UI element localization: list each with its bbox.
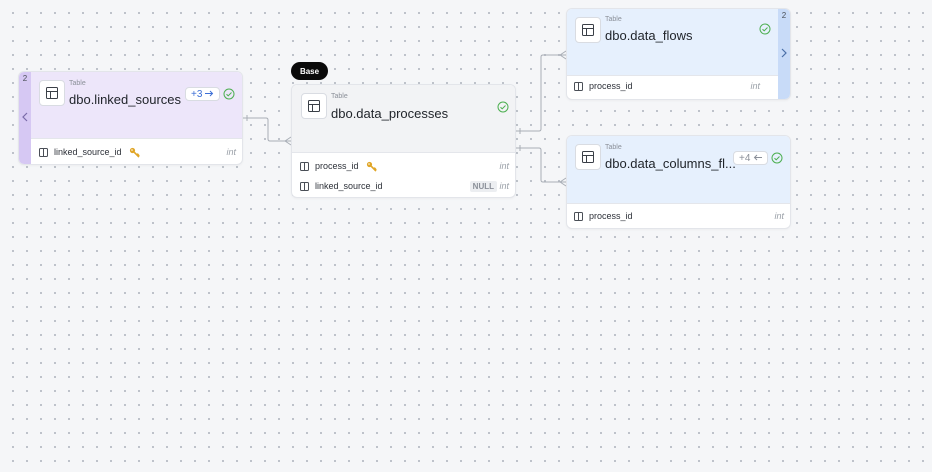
column-list: linked_source_id int bbox=[31, 139, 242, 164]
check-circle-icon bbox=[759, 23, 771, 35]
table-node-data-columns-flows[interactable]: Table dbo.data_columns_fl... +4 process_… bbox=[566, 135, 791, 229]
edge-end-crowfoot bbox=[559, 50, 567, 60]
column-type: int bbox=[750, 81, 760, 91]
column-name: process_id bbox=[589, 81, 633, 91]
column-name: linked_source_id bbox=[315, 181, 383, 191]
strip-count: 2 bbox=[22, 74, 28, 83]
check-circle-icon bbox=[771, 152, 783, 164]
chevron-left-icon[interactable] bbox=[22, 109, 28, 127]
table-kind-label: Table bbox=[331, 93, 348, 100]
table-header: Table dbo.data_processes bbox=[292, 85, 515, 153]
column-icon bbox=[574, 211, 583, 221]
table-node-data-processes[interactable]: Table dbo.data_processes process_id int … bbox=[291, 84, 516, 198]
table-name: dbo.data_columns_fl... bbox=[605, 156, 736, 171]
edge-linked-sources-to-data-processes bbox=[243, 117, 291, 142]
expand-strip[interactable]: 2 bbox=[778, 9, 790, 99]
column-row[interactable]: process_id int bbox=[300, 156, 515, 176]
column-row[interactable]: linked_source_id NULL int bbox=[300, 176, 515, 196]
column-name: process_id bbox=[315, 161, 359, 171]
table-name: dbo.data_processes bbox=[331, 106, 449, 121]
column-list: process_id int bbox=[567, 76, 790, 96]
collapse-strip[interactable]: 2 bbox=[19, 72, 31, 164]
column-list: process_id int linked_source_id NULL int bbox=[292, 153, 515, 196]
chevron-right-icon[interactable] bbox=[781, 45, 787, 63]
table-header: Table dbo.data_flows bbox=[567, 9, 778, 76]
column-type: int bbox=[774, 211, 784, 221]
check-circle-icon bbox=[223, 88, 235, 100]
table-header: Table dbo.linked_sources +3 bbox=[31, 72, 242, 139]
table-kind-label: Table bbox=[69, 80, 86, 87]
relations-pill[interactable]: +4 bbox=[733, 151, 769, 165]
column-name: process_id bbox=[589, 211, 633, 221]
check-circle-icon bbox=[497, 101, 509, 113]
column-row[interactable]: process_id int bbox=[574, 76, 778, 96]
relations-pill[interactable]: +3 bbox=[185, 87, 221, 101]
table-kind-label: Table bbox=[605, 144, 622, 151]
edge-end-crowfoot bbox=[559, 177, 567, 187]
column-type: int bbox=[226, 147, 236, 157]
relations-count: +3 bbox=[191, 88, 203, 100]
table-icon bbox=[575, 144, 601, 170]
column-icon bbox=[39, 147, 48, 157]
column-list: process_id int bbox=[567, 204, 790, 226]
key-icon bbox=[129, 147, 140, 158]
edge-data-processes-to-data-columns-flows bbox=[516, 147, 566, 183]
table-node-linked-sources[interactable]: 2 Table dbo.linked_sources +3 bbox=[18, 71, 243, 165]
table-icon bbox=[301, 93, 327, 119]
null-badge: NULL bbox=[469, 180, 497, 192]
arrow-left-icon bbox=[753, 153, 763, 164]
column-type: int bbox=[499, 161, 509, 171]
edge-end-crowfoot bbox=[284, 136, 292, 146]
column-name: linked_source_id bbox=[54, 147, 122, 157]
table-header: Table dbo.data_columns_fl... +4 bbox=[567, 136, 790, 204]
column-icon bbox=[574, 81, 583, 91]
table-name: dbo.linked_sources bbox=[69, 92, 182, 107]
arrow-right-icon bbox=[205, 89, 214, 100]
column-icon bbox=[300, 161, 309, 171]
column-icon bbox=[300, 181, 309, 191]
strip-count: 2 bbox=[781, 11, 787, 20]
edge-data-processes-to-data-flows bbox=[516, 54, 566, 132]
table-node-data-flows[interactable]: Table dbo.data_flows 2 process_id int bbox=[566, 8, 791, 100]
table-icon bbox=[575, 17, 601, 43]
key-icon bbox=[366, 161, 377, 172]
column-row[interactable]: linked_source_id int bbox=[39, 139, 242, 164]
table-kind-label: Table bbox=[605, 16, 622, 23]
column-type: int bbox=[499, 181, 509, 191]
table-icon bbox=[39, 80, 65, 106]
table-name: dbo.data_flows bbox=[605, 28, 693, 43]
column-row[interactable]: process_id int bbox=[574, 206, 790, 226]
relations-count: +4 bbox=[739, 152, 751, 164]
base-badge: Base bbox=[291, 62, 328, 80]
